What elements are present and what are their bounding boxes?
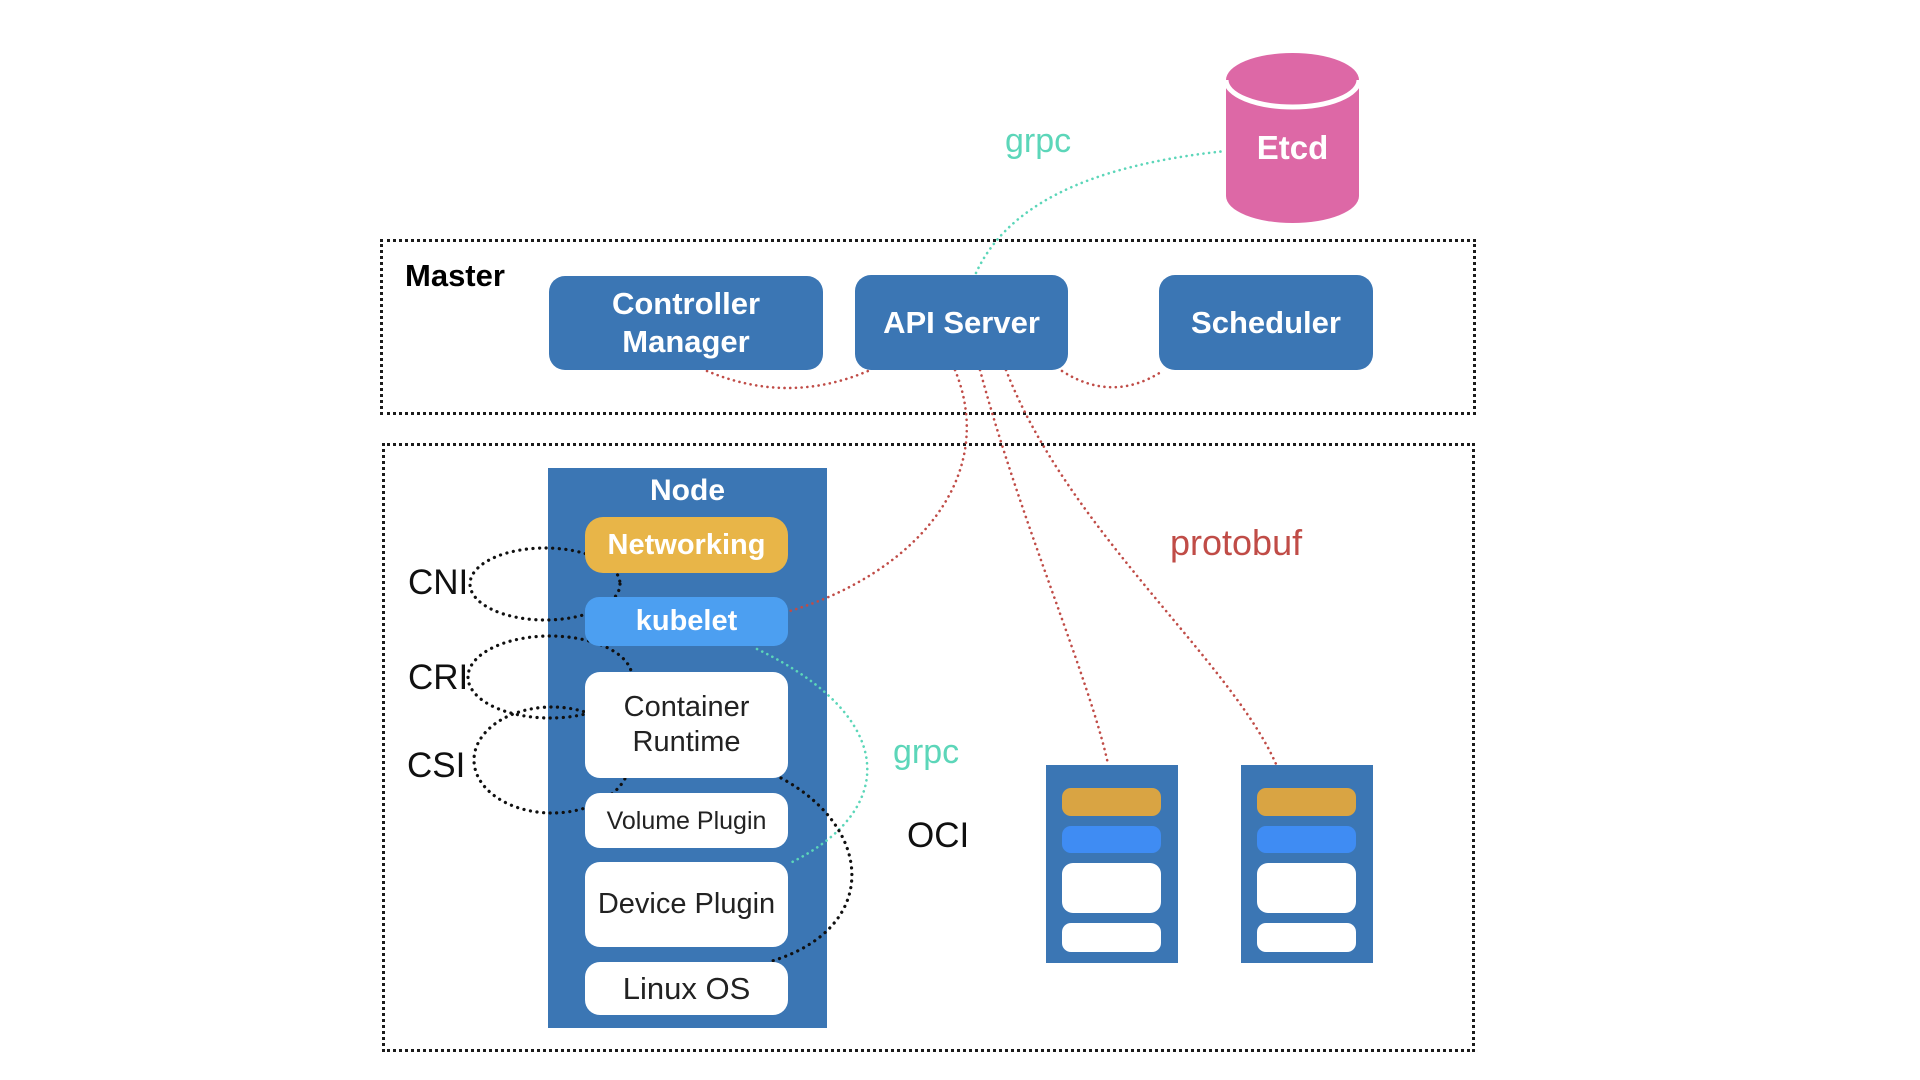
kubelet-label: kubelet xyxy=(635,605,738,638)
protobuf-line-apiserver-scheduler xyxy=(1060,369,1163,389)
networking-label: Networking xyxy=(607,528,766,561)
api-server-box: API Server xyxy=(855,275,1068,370)
protobuf-line-apiserver-node2 xyxy=(1004,368,1278,766)
scheduler-label: Scheduler xyxy=(1191,304,1341,340)
cni-label: CNI xyxy=(408,563,469,602)
nodes-region-border xyxy=(382,443,1475,1052)
volume-plugin-label: Volume Plugin xyxy=(606,806,767,835)
networking-box: Networking xyxy=(585,517,788,573)
grpc-etcd-label: grpc xyxy=(1005,122,1072,160)
master-region-label: Master xyxy=(405,258,505,293)
volume-plugin-box: Volume Plugin xyxy=(585,793,788,848)
controller-manager-label: Controller Manager xyxy=(611,286,761,359)
oci-line-runtime-linuxos xyxy=(770,776,854,963)
api-server-label: API Server xyxy=(883,304,1040,340)
protobuf-line-apiserver-kubelet xyxy=(788,368,968,613)
mini-os-box xyxy=(1257,923,1356,952)
linux-os-label: Linux OS xyxy=(622,970,751,1006)
cri-label: CRI xyxy=(408,658,469,697)
grpc-line-apiserver-etcd xyxy=(974,149,1228,275)
linux-os-box: Linux OS xyxy=(585,962,788,1015)
protobuf-line-apiserver-node1 xyxy=(978,368,1110,766)
csi-label: CSI xyxy=(407,746,466,785)
mini-kubelet-bar xyxy=(1257,826,1356,853)
oci-label: OCI xyxy=(907,816,970,855)
container-runtime-box: Container Runtime xyxy=(585,672,788,778)
etcd-database: Etcd xyxy=(1223,53,1362,223)
protobuf-label: protobuf xyxy=(1170,522,1303,563)
device-plugin-box: Device Plugin xyxy=(585,862,788,947)
etcd-label: Etcd xyxy=(1256,129,1329,166)
mini-os-box xyxy=(1062,923,1161,952)
worker-node-stack-2 xyxy=(1241,765,1373,963)
container-runtime-label: Container Runtime xyxy=(623,691,750,758)
controller-manager-box: Controller Manager xyxy=(549,276,823,370)
scheduler-box: Scheduler xyxy=(1159,275,1373,370)
node-label: Node xyxy=(650,474,725,507)
device-plugin-label: Device Plugin xyxy=(597,888,776,921)
mini-runtime-box xyxy=(1062,863,1161,913)
mini-networking-bar xyxy=(1062,788,1161,816)
cni-ellipse xyxy=(468,546,622,622)
protobuf-line-controllermanager-apiserver xyxy=(705,369,870,390)
master-region-border xyxy=(380,239,1476,415)
kubelet-box: kubelet xyxy=(585,597,788,646)
cylinder-icon xyxy=(1223,53,1362,223)
worker-node-stack-1 xyxy=(1046,765,1178,963)
grpc-line-kubelet-deviceplugin xyxy=(755,647,869,866)
mini-networking-bar xyxy=(1257,788,1356,816)
mini-runtime-box xyxy=(1257,863,1356,913)
mini-kubelet-bar xyxy=(1062,826,1161,853)
grpc-runtime-label: grpc xyxy=(893,733,960,771)
